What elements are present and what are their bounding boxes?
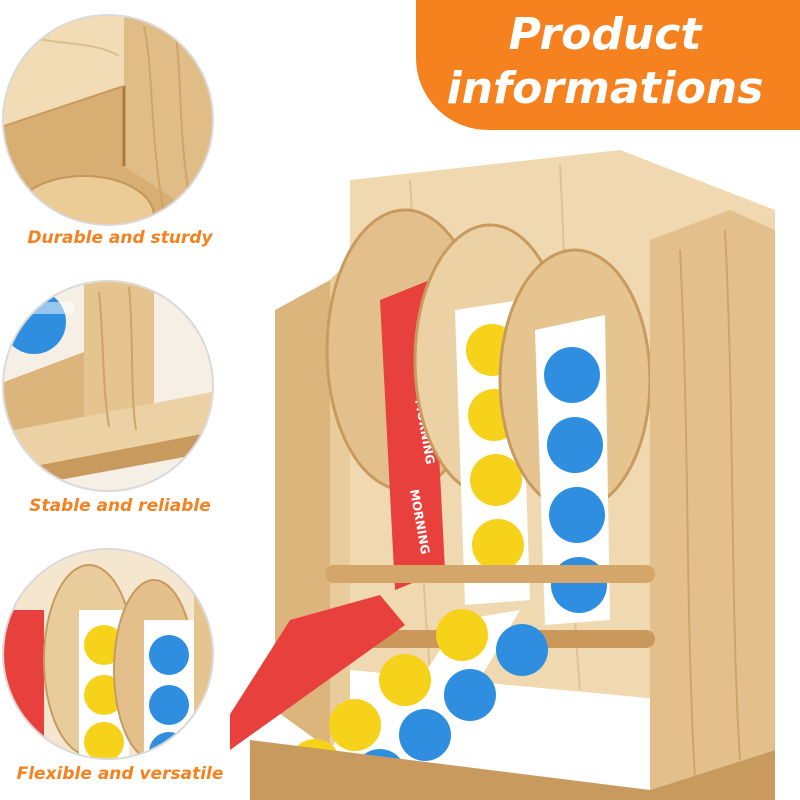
right-side-panel bbox=[650, 210, 775, 790]
feature-image-flexible bbox=[2, 548, 214, 760]
banner-title: Product informations bbox=[430, 8, 780, 116]
product-photo: MORNING MORNING bbox=[230, 150, 775, 800]
feature-image-durable bbox=[2, 14, 214, 226]
feature-caption-flexible: Flexible and versatile bbox=[16, 764, 224, 784]
strip-red bbox=[230, 595, 405, 750]
feature-caption-durable: Durable and sturdy bbox=[27, 228, 213, 248]
base-plate bbox=[250, 740, 775, 800]
banner-title-line1: Product bbox=[508, 9, 702, 60]
title-banner bbox=[416, 0, 800, 130]
feature-caption-stable: Stable and reliable bbox=[29, 496, 211, 516]
feature-image-stable bbox=[2, 280, 214, 492]
banner-title-line2: informations bbox=[446, 63, 764, 114]
front-dowel-rod bbox=[325, 565, 655, 583]
